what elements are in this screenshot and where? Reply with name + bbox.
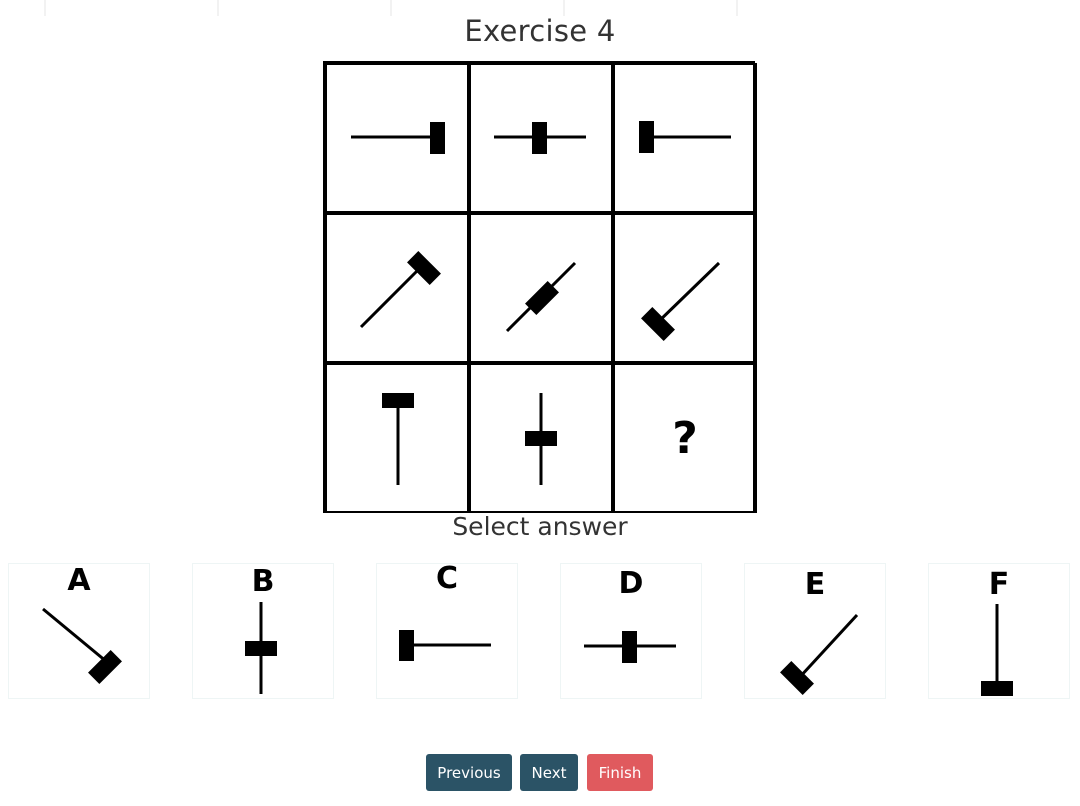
hammer-figure-icon: [641, 261, 721, 341]
hammer-figure-icon: [351, 122, 445, 154]
matrix-cell-r3c3-missing: ?: [613, 363, 757, 513]
option-letter: D: [618, 566, 644, 601]
hammer-figure-icon: [245, 602, 277, 694]
question-mark: ?: [672, 412, 698, 464]
top-tab-divider: [44, 0, 46, 16]
matrix-cell-r2c2: [469, 213, 613, 363]
option-letter: C: [435, 561, 459, 596]
hammer-figure-icon: [639, 121, 731, 153]
puzzle-matrix: ?: [323, 61, 757, 513]
hammer-figure-icon: [981, 604, 1013, 696]
top-tab-divider: [390, 0, 392, 16]
matrix-cell-r3c2: [469, 363, 613, 513]
answer-option-e[interactable]: E: [744, 563, 886, 699]
matrix-cell-r1c3: [613, 63, 757, 213]
top-tab-divider: [217, 0, 219, 16]
previous-button[interactable]: Previous: [426, 754, 512, 791]
hammer-figure-icon: [505, 261, 577, 333]
matrix-cell-r1c1: [325, 63, 469, 213]
matrix-cell-r1c2: [469, 63, 613, 213]
exercise-title: Exercise 4: [464, 14, 616, 48]
matrix-cell-r2c3: [613, 213, 757, 363]
select-answer-label: Select answer: [452, 512, 628, 541]
next-button[interactable]: Next: [520, 754, 578, 791]
hammer-figure-icon: [399, 630, 491, 661]
hammer-figure-icon: [780, 613, 859, 695]
top-tab-divider: [563, 0, 565, 16]
hammer-figure-icon: [359, 251, 441, 329]
answer-option-a[interactable]: A: [8, 563, 150, 699]
matrix-cell-r2c1: [325, 213, 469, 363]
answer-option-c[interactable]: C: [376, 561, 518, 699]
hammer-figure-icon: [525, 393, 557, 485]
option-letter: E: [804, 567, 826, 602]
answer-option-f[interactable]: F: [928, 563, 1070, 699]
hammer-figure-icon: [494, 122, 586, 154]
answer-option-d[interactable]: D: [560, 563, 702, 699]
option-letter: B: [251, 564, 275, 599]
option-letter: A: [67, 563, 91, 598]
hammer-figure-icon: [584, 631, 676, 663]
answer-option-b[interactable]: B: [192, 563, 334, 699]
finish-button[interactable]: Finish: [587, 754, 653, 791]
top-tab-divider: [736, 0, 738, 16]
option-letter: F: [988, 567, 1010, 602]
matrix-cell-r3c1: [325, 363, 469, 513]
hammer-figure-icon: [42, 607, 122, 684]
hammer-figure-icon: [382, 393, 414, 485]
